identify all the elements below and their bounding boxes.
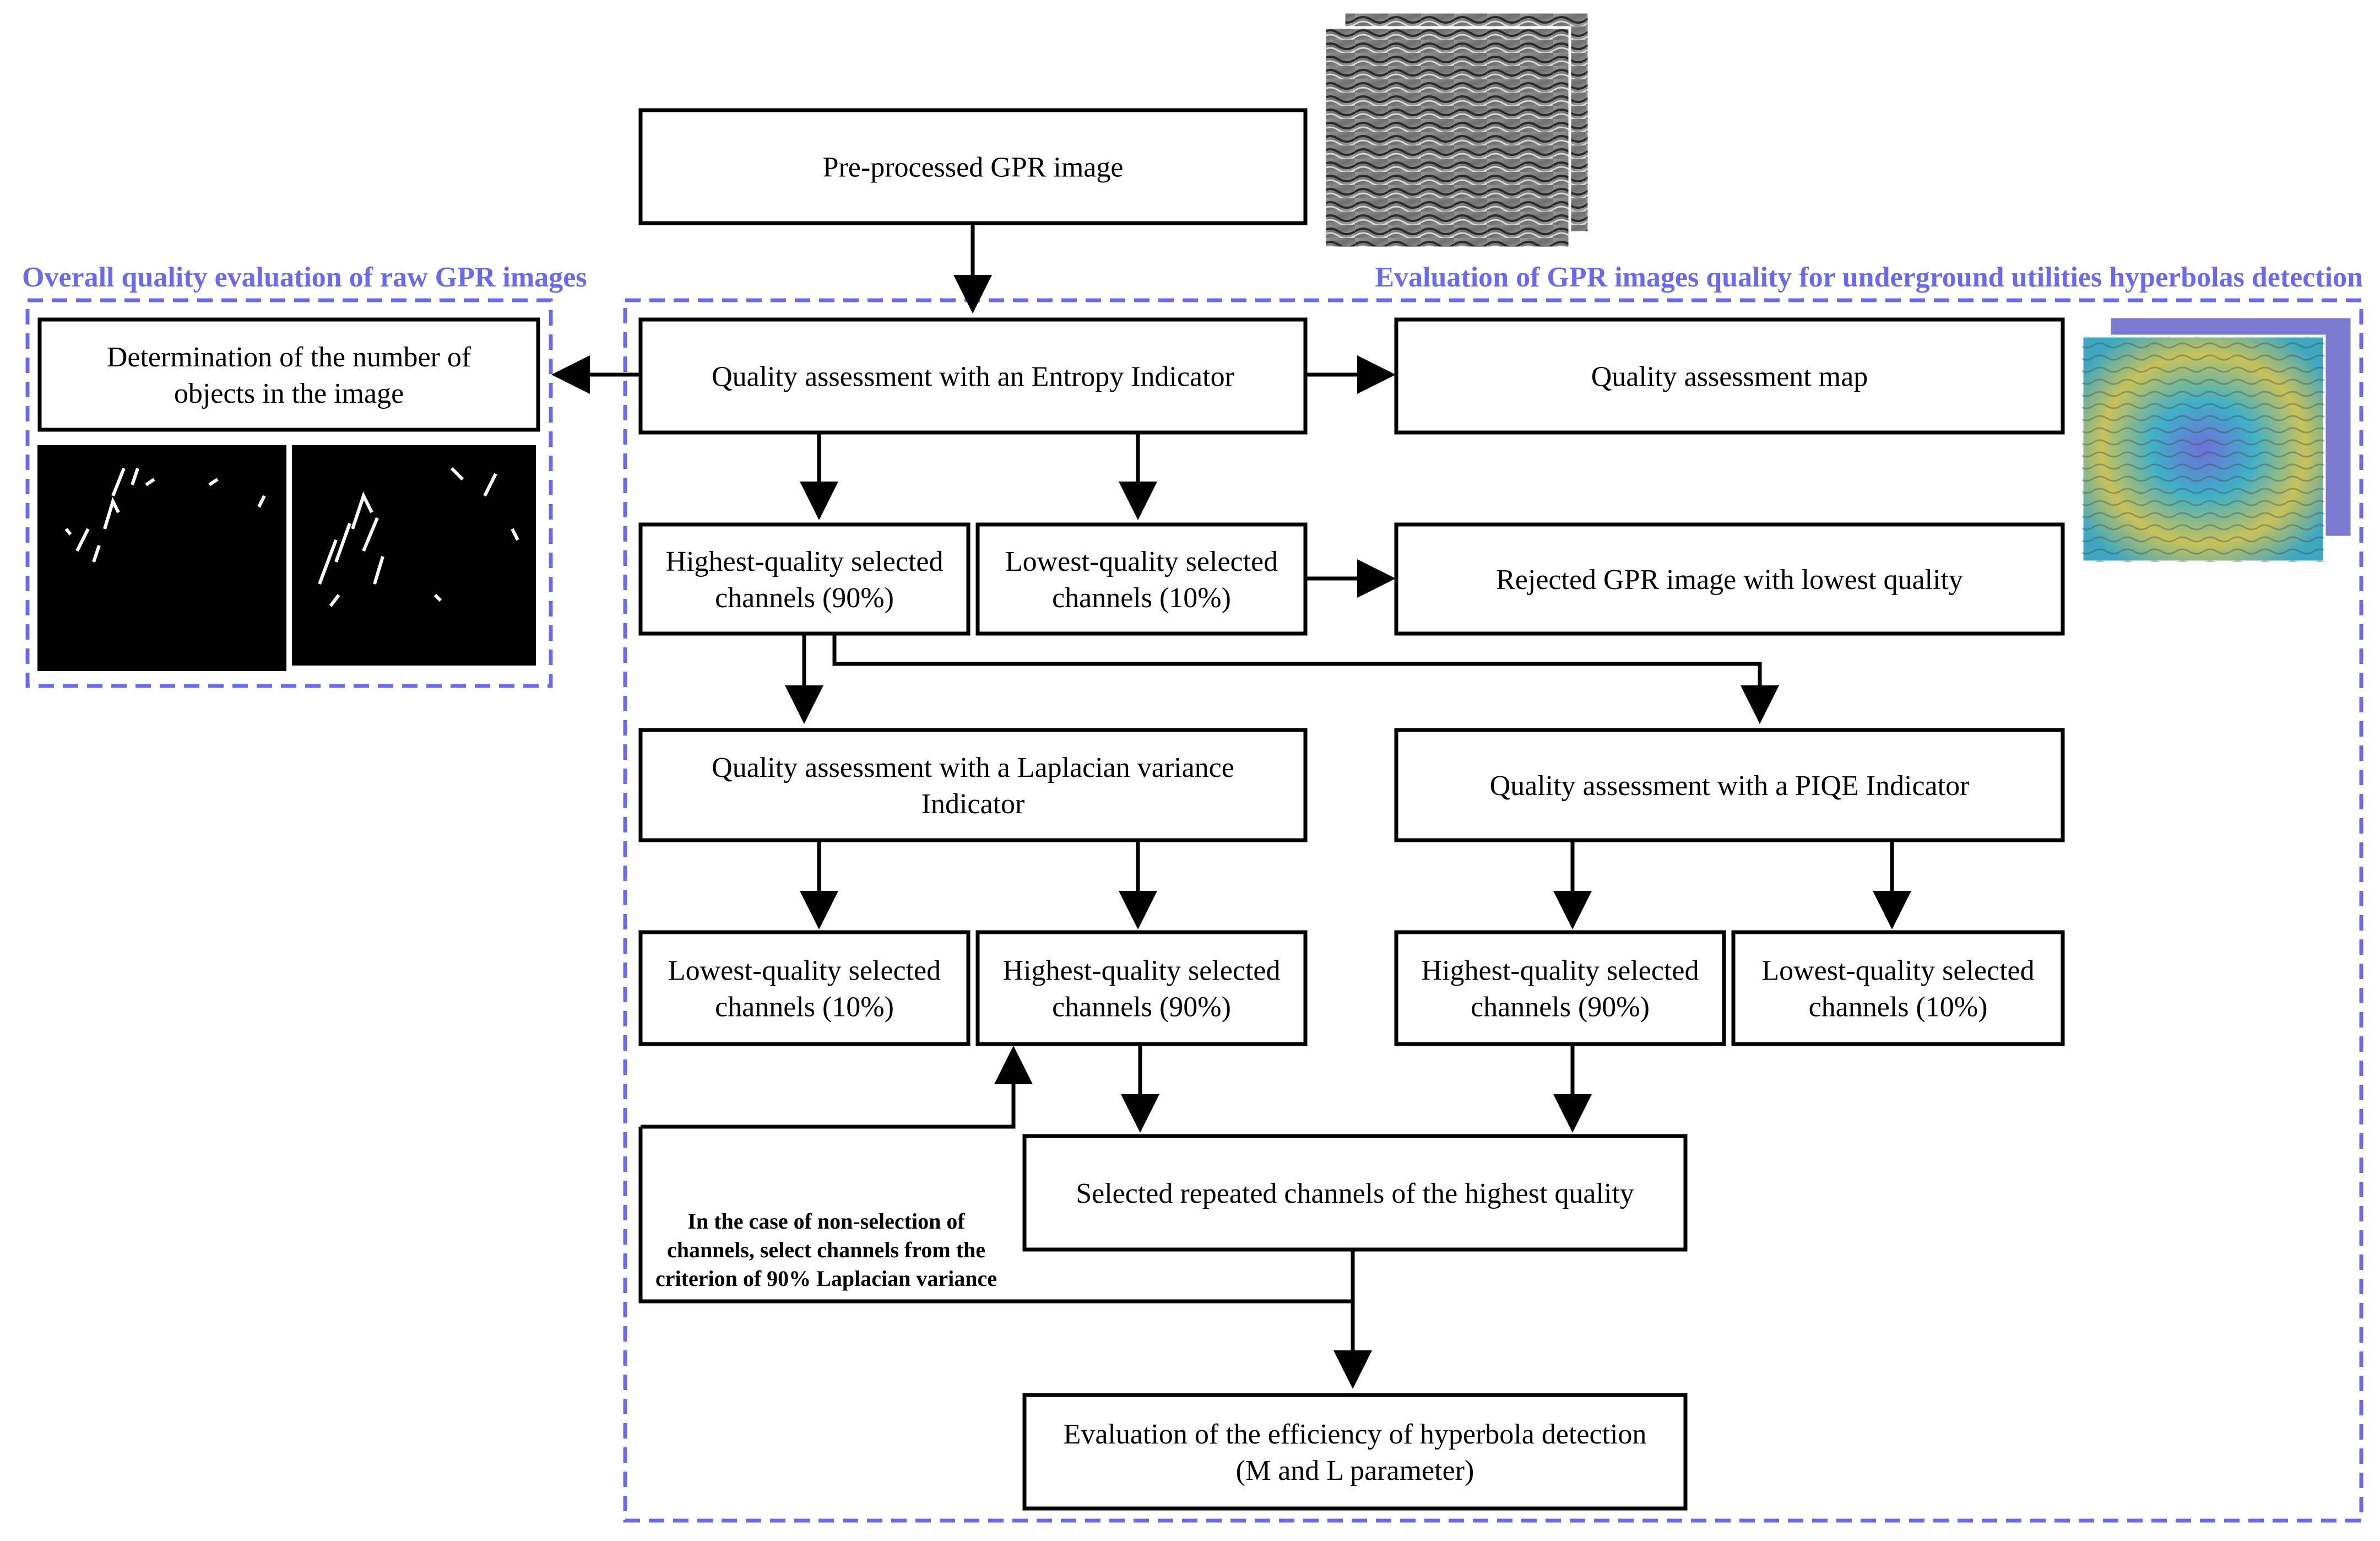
detected-objects-thumbnail-right: [292, 445, 536, 666]
note-line: channels, select channels from the: [667, 1237, 985, 1262]
box-label-line: channels (90%): [1471, 992, 1650, 1023]
gpr-image-stack-icon: [1323, 10, 1591, 250]
non-selection-note: In the case of non-selection of channels,…: [655, 1209, 997, 1291]
box-label-line: Highest-quality selected: [1422, 955, 1699, 987]
box-qa-map: Quality assessment map: [1394, 317, 2065, 435]
box-label-line: Highest-quality selected: [666, 546, 944, 577]
box-laplacian: Quality assessment with a Laplacian vari…: [638, 728, 1308, 842]
note-line: In the case of non-selection of: [687, 1209, 965, 1234]
box-label-line: Indicator: [921, 788, 1025, 820]
box-label-line: Lowest-quality selected: [668, 955, 941, 987]
box-piqe-high: Highest-quality selected channels (90%): [1394, 930, 1726, 1046]
box-label-line: objects in the image: [174, 378, 404, 409]
box-label-line: Lowest-quality selected: [1761, 955, 2034, 987]
box-frame: [1731, 930, 2065, 1046]
box-frame: [1022, 1134, 1688, 1252]
box-label-line: Quality assessment with an Entropy Indic…: [712, 361, 1234, 393]
arrow-high-to-piqe: [832, 634, 1779, 724]
box-frame: [638, 317, 1308, 435]
box-entropy-low: Lowest-quality selected channels (10%): [975, 522, 1308, 636]
box-frame: [638, 522, 971, 636]
box-label-line: Pre-processed GPR image: [823, 152, 1124, 183]
box-label-line: Lowest-quality selected: [1005, 546, 1278, 577]
quality-map-stack-icon: [2080, 315, 2354, 564]
box-frame: [1394, 522, 2065, 636]
box-repeated: Selected repeated channels of the highes…: [1022, 1134, 1688, 1252]
box-frame: [638, 930, 971, 1046]
left-group-title: Overall quality evaluation of raw GPR im…: [22, 262, 587, 293]
box-frame: [1022, 1393, 1688, 1511]
connectors: [551, 223, 1911, 1389]
box-entropy-high: Highest-quality selected channels (90%): [638, 522, 971, 636]
box-efficiency: Evaluation of the efficiency of hyperbol…: [1022, 1393, 1688, 1511]
box-label-line: channels (10%): [1052, 582, 1231, 614]
box-frame: [1394, 728, 2065, 842]
box-label-line: channels (90%): [1052, 992, 1231, 1023]
box-lap-low: Lowest-quality selected channels (10%): [638, 930, 971, 1046]
box-label-line: channels (10%): [1809, 992, 1988, 1023]
line-note-bottom: [638, 1127, 1353, 1304]
box-label-line: Determination of the number of: [107, 342, 471, 373]
box-frame: [1394, 317, 2065, 435]
box-lap-high: Highest-quality selected channels (90%): [975, 930, 1308, 1046]
box-label-line: Quality assessment map: [1591, 361, 1868, 393]
arrow-note-to-laphigh: [641, 1046, 1033, 1129]
box-label-line: (M and L parameter): [1236, 1455, 1474, 1486]
box-frame: [975, 930, 1308, 1046]
note-line: criterion of 90% Laplacian variance: [655, 1266, 997, 1291]
box-frame: [1394, 930, 1726, 1046]
box-frame: [638, 108, 1308, 225]
box-frame: [975, 522, 1308, 636]
box-label-line: Quality assessment with a PIQE Indicator: [1490, 770, 1970, 802]
box-entropy: Quality assessment with an Entropy Indic…: [638, 317, 1308, 435]
box-piqe-low: Lowest-quality selected channels (10%): [1731, 930, 2065, 1046]
box-frame: [37, 317, 540, 432]
box-label-line: Selected repeated channels of the highes…: [1076, 1178, 1634, 1209]
box-label-line: Highest-quality selected: [1003, 955, 1281, 987]
box-rejected: Rejected GPR image with lowest quality: [1394, 522, 2065, 636]
box-frame: [638, 728, 1308, 842]
box-label-line: Quality assessment with a Laplacian vari…: [712, 752, 1234, 783]
box-preprocessed: Pre-processed GPR image: [638, 108, 1308, 225]
box-determination: Determination of the number of objects in…: [37, 317, 540, 432]
right-group-title: Evaluation of GPR images quality for und…: [1375, 262, 2363, 293]
box-label-line: channels (10%): [715, 992, 894, 1023]
detected-objects-thumbnail-left: [37, 445, 286, 671]
box-label-line: Rejected GPR image with lowest quality: [1496, 564, 1963, 596]
box-label-line: channels (90%): [715, 582, 894, 614]
box-piqe: Quality assessment with a PIQE Indicator: [1394, 728, 2065, 842]
left-group-border: [25, 298, 553, 688]
box-label-line: Evaluation of the efficiency of hyperbol…: [1064, 1419, 1647, 1450]
